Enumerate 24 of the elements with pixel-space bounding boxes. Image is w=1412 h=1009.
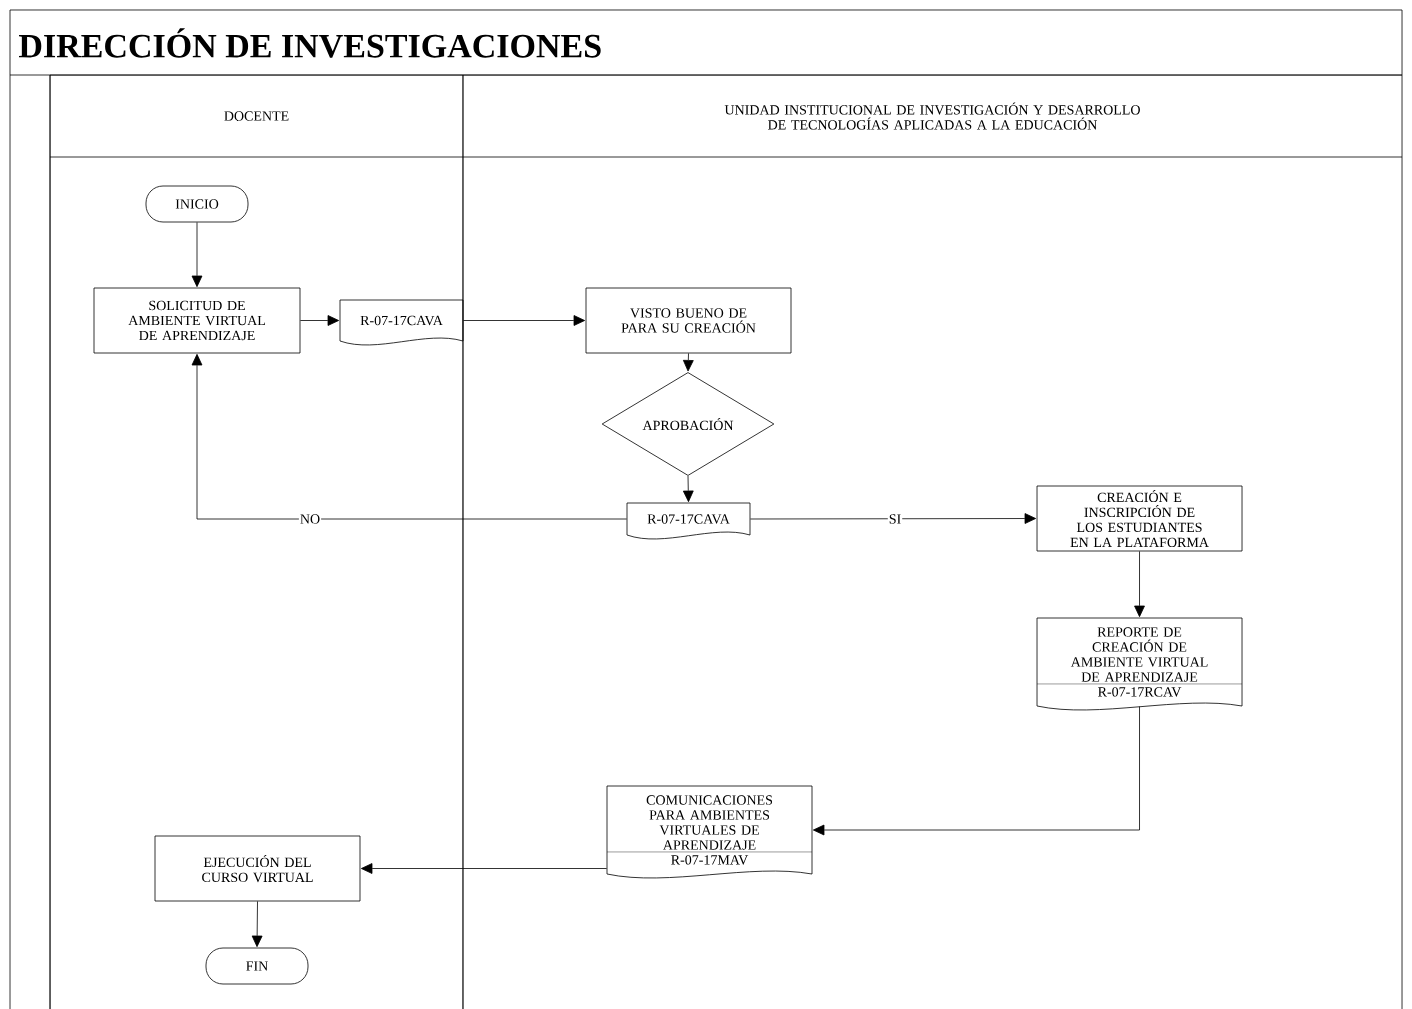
arrow bbox=[1134, 551, 1145, 618]
process-box: EJECUCIÓN DEL CURSO VIRTUAL bbox=[154, 835, 361, 902]
document-shape: COMUNICACIONES PARA AMBIENTES VIRTUALES DE APRENDIZAJE R-07-17MAV bbox=[606, 785, 813, 879]
arrow bbox=[812, 706, 1140, 836]
arrow bbox=[360, 863, 607, 874]
process-box: CREACIÓN E INSCRIPCIÓN DE LOS ESTUDIANTES EN LA PLATAFORMA bbox=[1036, 485, 1243, 552]
process-box: VISTO BUENO DE PARA SU CREACIÓN bbox=[585, 287, 792, 354]
arrow bbox=[463, 315, 586, 326]
arrow bbox=[750, 513, 1037, 524]
arrow bbox=[300, 315, 340, 326]
arrow bbox=[191, 222, 203, 288]
document-shape: R-07-17CAVA bbox=[339, 299, 464, 346]
title-bar: DIRECCIÓN DE INVESTIGACIONES bbox=[9, 9, 1403, 76]
terminator: FIN bbox=[205, 947, 309, 985]
document-shape: R-07-17CAVA bbox=[626, 502, 751, 540]
arrow bbox=[251, 901, 263, 948]
arrow bbox=[682, 475, 694, 503]
arrow bbox=[682, 353, 694, 372]
terminator: INICIO bbox=[145, 185, 249, 223]
process-box: SOLICITUD DE AMBIENTE VIRTUAL DE APRENDIZAJE bbox=[93, 287, 301, 354]
arrow bbox=[191, 353, 627, 520]
document-shape: REPORTE DE CREACIÓN DE AMBIENTE VIRTUAL DE APRENDIZAJE R-07-17RCAV bbox=[1036, 617, 1243, 711]
edge-label: NO bbox=[298, 513, 322, 525]
edge-label: SI bbox=[887, 513, 903, 525]
